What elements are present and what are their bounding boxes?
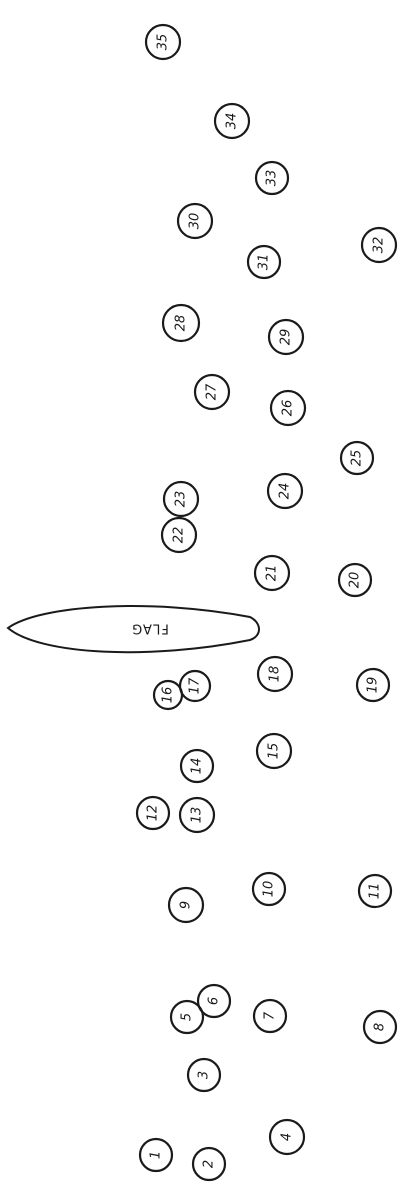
marker-25: 25 [341,442,373,474]
marker-number: 29 [279,329,294,346]
marker-4: 4 [270,1120,304,1154]
marker-number: 11 [368,883,383,900]
marker-6: 6 [198,985,230,1017]
marker-number: 2 [202,1160,217,1168]
marker-number: 14 [190,758,205,775]
marker-18: 18 [258,657,292,691]
marker-number: 26 [281,400,296,417]
marker-number: 33 [265,170,280,187]
marker-16: 16 [154,681,182,709]
marker-3: 3 [188,1059,220,1091]
marker-9: 9 [169,888,203,922]
marker-number: 31 [257,254,272,271]
marker-number: 13 [190,807,205,824]
marker-number: 23 [174,491,189,508]
marker-number: 1 [149,1151,164,1159]
marker-number: 21 [265,565,280,582]
marker-24: 24 [268,474,302,508]
marker-22: 22 [162,518,196,552]
marker-35: 35 [146,25,180,59]
marker-1: 1 [140,1139,172,1171]
marker-23: 23 [164,482,198,516]
marker-number: 22 [172,527,187,544]
marker-number: 24 [278,483,293,500]
marker-33: 33 [256,162,288,194]
marker-2: 2 [193,1148,225,1180]
flag-marker: FLAG [8,606,259,652]
marker-number: 25 [350,450,365,467]
marker-number: 12 [146,805,161,822]
marker-19: 19 [357,669,389,701]
marker-number: 30 [188,213,203,230]
marker-number: 7 [263,1011,278,1020]
marker-number: 9 [179,901,194,909]
marker-number: 5 [180,1013,195,1021]
marker-number: 3 [197,1071,212,1079]
marker-number: 16 [161,687,176,704]
marker-26: 26 [271,391,305,425]
marker-number: 18 [268,666,283,683]
marker-15: 15 [257,734,291,768]
marker-34: 34 [215,104,249,138]
marker-32: 32 [362,228,396,262]
marker-number: 19 [366,677,381,694]
marker-number: 34 [225,113,240,130]
marker-29: 29 [269,320,303,354]
marker-number: 8 [373,1023,388,1031]
marker-8: 8 [364,1011,396,1043]
marker-7: 7 [254,1000,286,1032]
marker-30: 30 [178,204,212,238]
marker-number: 10 [262,881,277,898]
marker-number: 15 [267,743,282,760]
marker-number: 27 [205,383,220,400]
marker-27: 27 [195,375,229,409]
marker-17: 17 [180,671,210,701]
marker-21: 21 [255,556,289,590]
marker-number: 4 [280,1133,295,1141]
marker-20: 20 [339,564,371,596]
marker-14: 14 [181,750,213,782]
marker-number: 32 [372,237,387,254]
flag-label: FLAG [131,621,169,636]
marker-28: 28 [163,305,199,341]
marker-10: 10 [253,873,285,905]
marker-11: 11 [359,875,391,907]
marker-number: 28 [174,315,189,332]
marker-number: 6 [207,997,222,1005]
marker-31: 31 [248,246,280,278]
marker-number: 35 [156,34,171,51]
marker-number: 17 [188,677,203,694]
marker-13: 13 [180,798,214,832]
marker-12: 12 [137,797,169,829]
marker-number: 20 [348,572,363,589]
